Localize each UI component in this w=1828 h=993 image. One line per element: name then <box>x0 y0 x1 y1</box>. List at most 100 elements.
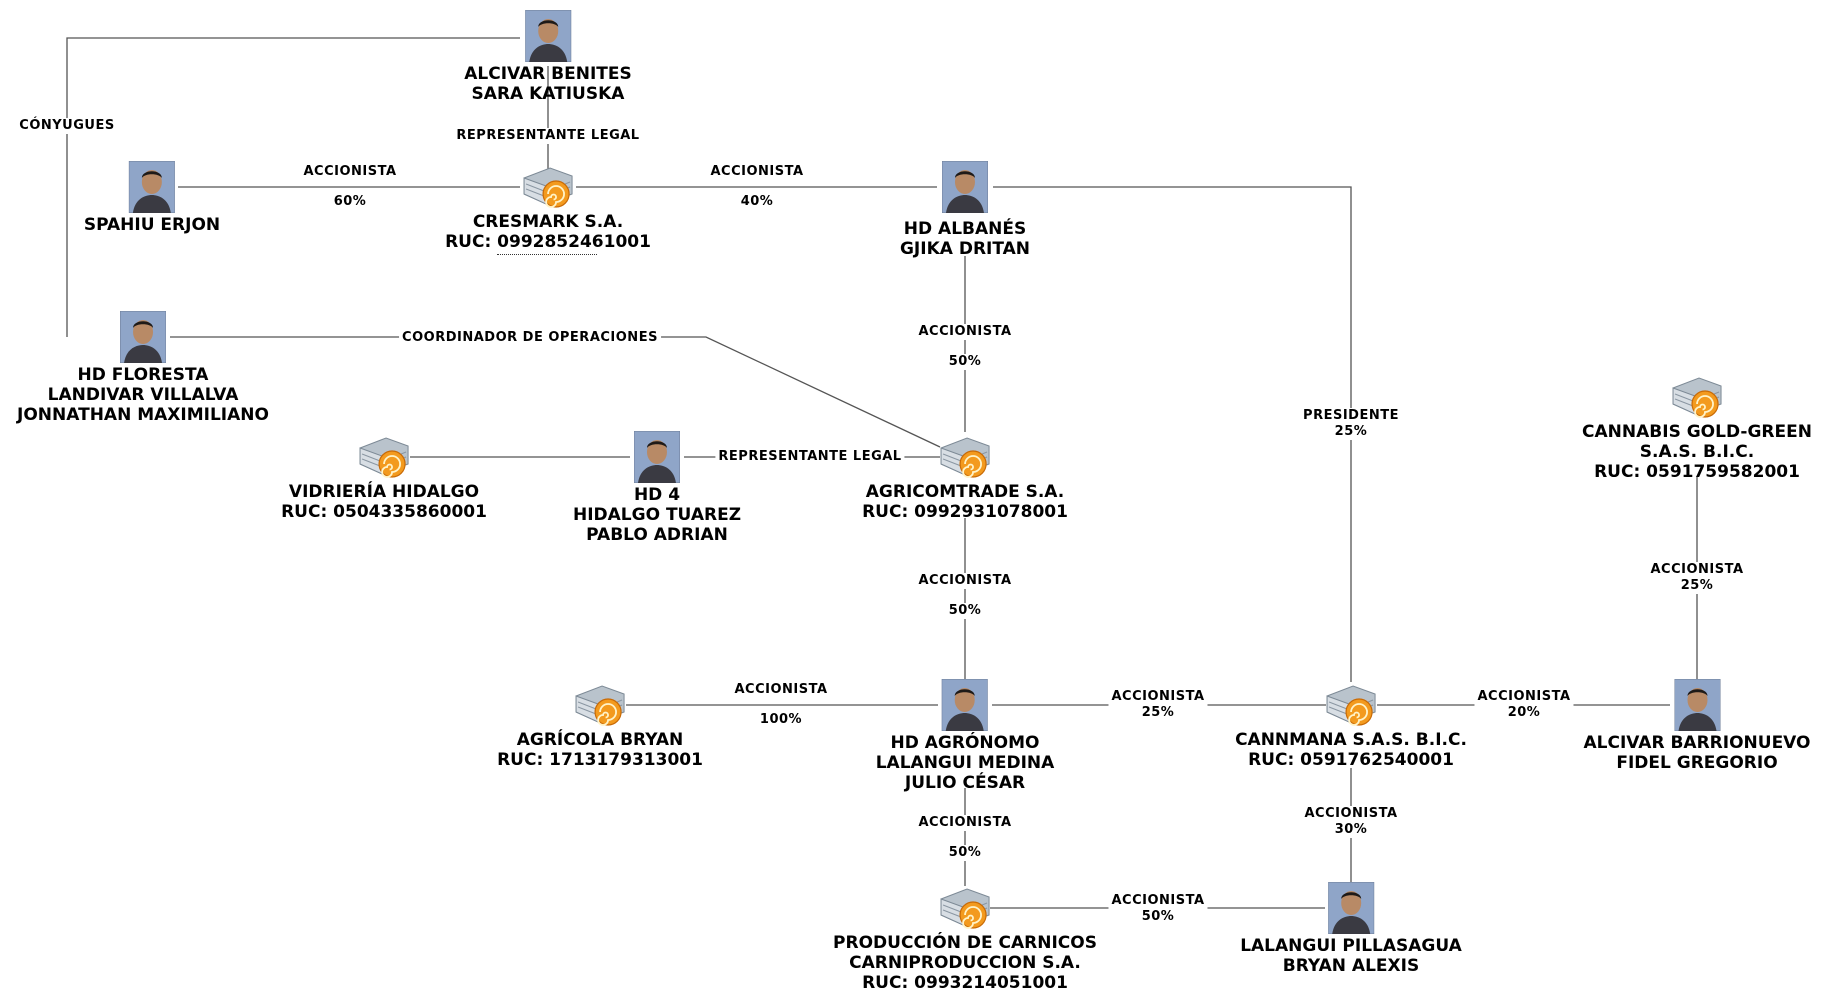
edge-label-text: 40% <box>740 194 774 209</box>
edge-label-conyuges: CÓNYUGUES <box>16 118 118 134</box>
node-agricomtrade[interactable]: AGRICOMTRADE S.A.RUC: 0992931078001 <box>862 434 1068 522</box>
node-label-line: JULIO CÉSAR <box>904 773 1026 793</box>
edge-label-albanes-cresmark-pct: 40% <box>737 194 777 210</box>
edge-label-text: ACCIONISTA <box>1650 562 1744 577</box>
node-label-line: ALCIVAR BENITES <box>464 64 632 84</box>
node-cresmark[interactable]: CRESMARK S.A.RUC: 0992852461001 <box>445 164 651 252</box>
edge-label-text: ACCIONISTA <box>734 682 828 697</box>
edge-label-agronomo-agri-pct: 50% <box>945 603 985 619</box>
selection-dotted-underline <box>497 254 597 255</box>
node-label-line: LALANGUI MEDINA <box>875 753 1055 773</box>
edge-label-rep-legal-cresmark: REPRESENTANTE LEGAL <box>453 128 643 144</box>
edge-label-text: 25% <box>1141 705 1175 720</box>
node-label-line: RUC: 1713179313001 <box>497 750 703 770</box>
edge-label-text: 20% <box>1507 705 1541 720</box>
person-photo-icon <box>128 161 175 213</box>
node-label-line: LANDIVAR VILLALVA <box>47 385 239 405</box>
edge-label-text: 50% <box>948 845 982 860</box>
node-spahiu[interactable]: SPAHIU ERJON <box>84 161 220 235</box>
person-photo-icon <box>942 679 988 731</box>
node-label-line: PRODUCCIÓN DE CARNICOS <box>833 933 1097 953</box>
edge-label-produccion-agronomo-pct: 50% <box>945 845 985 861</box>
node-label-line: RUC: 0993214051001 <box>862 973 1068 993</box>
edge-conyugues <box>66 37 520 337</box>
edge-albanes-cannmana <box>993 186 1352 682</box>
edge-label-text: 100% <box>759 712 803 727</box>
node-label-line: RUC: 0504335860001 <box>281 502 487 522</box>
edge-label-text: PRESIDENTE <box>1303 408 1399 423</box>
edge-label-text: ACCIONISTA <box>1111 893 1205 908</box>
edge-label-albanes-cresmark-accionista: ACCIONISTA <box>707 164 807 180</box>
company-building-icon <box>940 437 990 478</box>
node-label-line: HD 4 <box>633 485 681 505</box>
edge-label-text: ACCIONISTA <box>1304 806 1398 821</box>
edge-label-spahiu-pct: 60% <box>330 194 370 210</box>
node-label-line: RUC: 0591759582001 <box>1594 462 1800 482</box>
node-label-line: GJIKA DRITAN <box>899 239 1031 259</box>
node-label-line: CANNMANA S.A.S. B.I.C. <box>1235 730 1467 750</box>
edge-label-albanes-agri-accionista: ACCIONISTA <box>915 324 1015 340</box>
node-label-line: CRESMARK S.A. <box>472 212 624 232</box>
person-photo-icon <box>941 161 988 213</box>
person-photo-icon <box>633 431 680 483</box>
node-label-line: FIDEL GREGORIO <box>1616 753 1778 773</box>
edge-label-text: ACCIONISTA <box>918 815 1012 830</box>
node-label-line: PABLO ADRIAN <box>586 525 728 545</box>
edge-label-text: 25% <box>1680 578 1714 593</box>
node-label-line: ALCIVAR BARRIONUEVO <box>1583 733 1811 753</box>
node-label-line: JONNATHAN MAXIMILIANO <box>17 405 269 425</box>
edge-label-text: COORDINADOR DE OPERACIONES <box>402 330 658 345</box>
company-building-icon <box>1672 377 1722 418</box>
edge-label-produccion-agronomo-accionista: ACCIONISTA <box>915 815 1015 831</box>
node-label-line: VIDRIERÍA HIDALGO <box>288 482 480 502</box>
node-label-line: HD ALBANÉS <box>903 219 1027 239</box>
person-photo-icon <box>524 10 571 62</box>
edge-label-albanes-agri-pct: 50% <box>945 354 985 370</box>
edge-label-rep-legal-agri: REPRESENTANTE LEGAL <box>715 449 905 465</box>
edge-label-text: ACCIONISTA <box>918 573 1012 588</box>
edge-label-text: ACCIONISTA <box>1111 689 1205 704</box>
edge-label-text: ACCIONISTA <box>710 164 804 179</box>
edge-label-text: CÓNYUGUES <box>19 118 115 133</box>
person-photo-icon <box>120 311 166 363</box>
node-label-line: CANNABIS GOLD-GREEN <box>1582 422 1812 442</box>
node-label-line: SPAHIU ERJON <box>83 215 221 235</box>
edge-label-text: REPRESENTANTE LEGAL <box>456 128 640 143</box>
node-label-line: SARA KATIUSKA <box>471 84 625 104</box>
node-label-line: LALANGUI PILLASAGUA <box>1240 936 1462 956</box>
person-photo-icon <box>1674 679 1720 731</box>
node-label-line: RUC: 0992931078001 <box>862 502 1068 522</box>
company-building-icon <box>940 888 990 929</box>
edge-label-text: 50% <box>1141 909 1175 924</box>
edge-label-spahiu-accionista: ACCIONISTA <box>300 164 400 180</box>
edge-label-text: REPRESENTANTE LEGAL <box>718 449 902 464</box>
edge-label-text: ACCIONISTA <box>918 324 1012 339</box>
node-cannmana[interactable]: CANNMANA S.A.S. B.I.C.RUC: 0591762540001 <box>1235 682 1467 770</box>
edge-label-agricola-accionista: ACCIONISTA <box>731 682 831 698</box>
edge-label-text: ACCIONISTA <box>1477 689 1571 704</box>
company-building-icon <box>1326 685 1376 726</box>
node-label-line: S.A.S. B.I.C. <box>1639 442 1755 462</box>
edge-label-text: 50% <box>948 603 982 618</box>
edge-label-text: 30% <box>1334 822 1368 837</box>
edge-floresta-agricomtrade <box>170 336 941 448</box>
node-label-line: HD AGRÓNOMO <box>890 733 1040 753</box>
